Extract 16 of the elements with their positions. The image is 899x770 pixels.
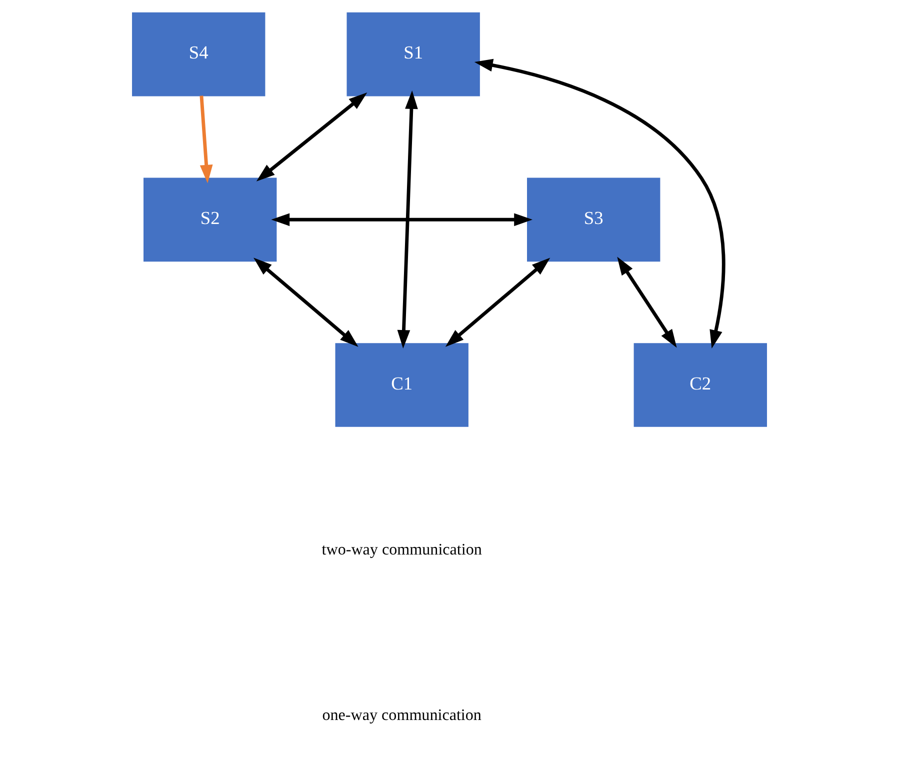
arrow [445,258,550,347]
node-box: C2 [634,343,767,427]
node-box: S4 [132,12,266,96]
arrow [254,258,358,347]
arrow [474,58,726,348]
arrow [271,213,533,226]
legend-label: one-way communication [322,706,482,724]
node-box: S2 [144,178,277,262]
legend-label: two-way communication [322,542,482,559]
node-box: S3 [527,178,660,262]
arrow [200,96,213,184]
arrow [256,92,368,182]
node-box: C1 [335,343,468,427]
node-box: S1 [346,12,480,96]
arrow [617,256,677,348]
arrow [397,90,418,348]
